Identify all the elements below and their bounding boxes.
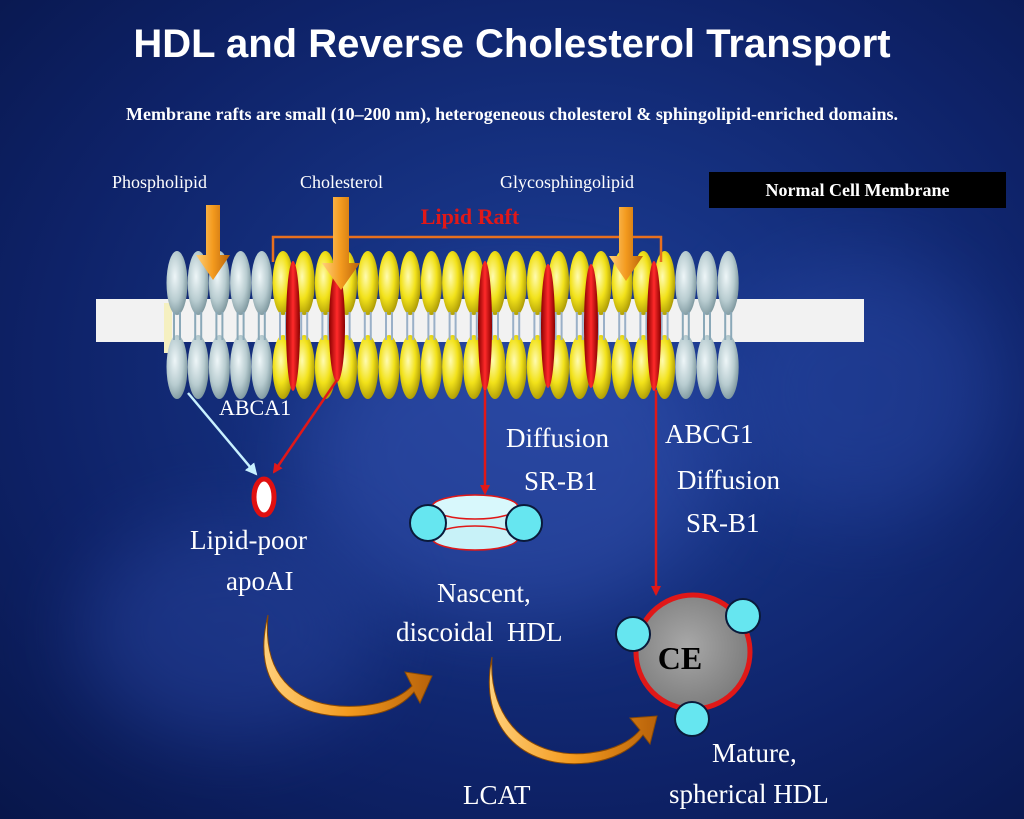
lipid-head (166, 251, 188, 315)
lipid-head (505, 335, 527, 399)
lipid-head (442, 251, 464, 315)
lipid-head (208, 335, 230, 399)
lipid-head (166, 335, 188, 399)
lipid-raft-bracket (271, 235, 663, 262)
page-subtitle: Membrane rafts are small (10–200 nm), he… (126, 104, 898, 124)
lipid-head (399, 251, 421, 315)
curved-process-arrows (263, 614, 658, 765)
lipid-head (675, 251, 697, 315)
lipid-poor-label: Lipid-poor (190, 525, 307, 555)
lipid-head (251, 251, 273, 315)
diffusion-label-1: Diffusion (506, 423, 610, 453)
lipid-head (717, 251, 739, 315)
abcg1-label: ABCG1 (665, 419, 754, 449)
apoai-to-nascent-arrow (263, 614, 433, 717)
lipid-head (378, 251, 400, 315)
lipid-head (505, 251, 527, 315)
cholesterol-molecules (286, 261, 661, 391)
apoai-label: apoAI (226, 566, 294, 596)
page-title: HDL and Reverse Cholesterol Transport (133, 22, 891, 66)
lipid-head (696, 251, 718, 315)
lipid-head (420, 251, 442, 315)
lipid-head (187, 251, 209, 315)
spherical-hdl-label: spherical HDL (669, 779, 829, 809)
lipid-head (696, 335, 718, 399)
mature-spherical-hdl (615, 592, 761, 737)
nascent-to-mature-arrow (488, 656, 658, 765)
abca1-label: ABCA1 (219, 395, 292, 420)
cholesterol-label: Cholesterol (300, 172, 383, 192)
lipid-head (357, 251, 379, 315)
lipid-head (187, 335, 209, 399)
lipid-head (378, 335, 400, 399)
srb1-label-1: SR-B1 (524, 466, 598, 496)
cholesterol-red-arrow (272, 379, 339, 474)
lipid-head (717, 335, 739, 399)
cholesterol-arrow (322, 197, 360, 290)
mature-label: Mature, (712, 738, 797, 768)
lipid-head (442, 335, 464, 399)
lipid-head (251, 335, 273, 399)
normal-cell-membrane-label: Normal Cell Membrane (709, 172, 1006, 208)
phospholipid-label: Phospholipid (112, 172, 208, 192)
lipid-head (675, 335, 697, 399)
lipid-head (399, 335, 421, 399)
lipid-raft-label: Lipid Raft (420, 204, 520, 229)
lipid-head (230, 335, 252, 399)
nascent-discoidal-hdl (409, 494, 543, 551)
lipid-head (420, 335, 442, 399)
srb1-label-2: SR-B1 (686, 508, 760, 538)
orange-pointer-arrows (196, 197, 643, 290)
glycosphingolipid-arrow (609, 207, 643, 281)
phospholipid-arrow (196, 205, 230, 280)
nascent-label: Nascent, (437, 578, 531, 608)
lipid-poor-apoai (251, 476, 277, 518)
abca1-light-arrow (187, 392, 258, 476)
lipid-head (611, 335, 633, 399)
discoidal-hdl-label: discoidal HDL (396, 617, 563, 647)
background-cloud (80, 520, 380, 740)
diffusion-label-2: Diffusion (677, 465, 781, 495)
lcat-label: LCAT (463, 780, 531, 810)
lipid-head (230, 251, 252, 315)
glycosphingolipid-label: Glycosphingolipid (500, 172, 634, 192)
lipid-head (357, 335, 379, 399)
ce-label: CE (657, 640, 703, 676)
